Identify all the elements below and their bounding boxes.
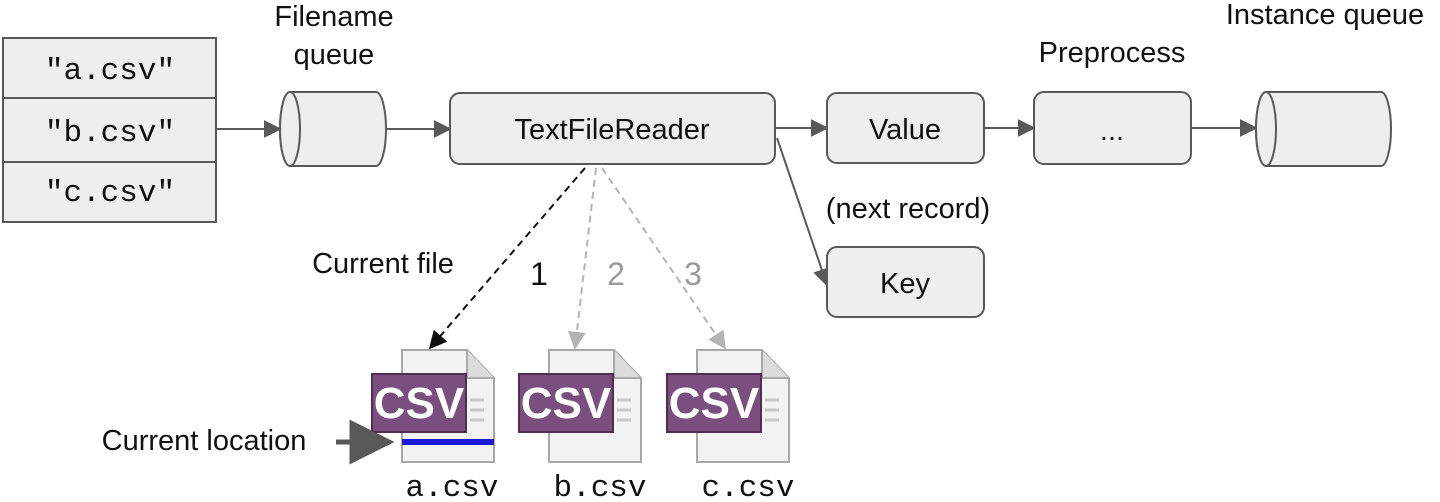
csv-badge-label: CSV (374, 379, 465, 428)
file-name-b: b.csv (553, 471, 646, 502)
preprocess-box-label: ... (1100, 115, 1124, 147)
textfilereader-label: TextFileReader (514, 114, 709, 146)
key-label: Key (880, 268, 930, 300)
filename-queue-label-line1: Filename (274, 1, 393, 33)
filename-c: "c.csv" (45, 176, 175, 211)
current-file-label: Current file (312, 248, 454, 280)
file-name-c: c.csv (701, 471, 794, 502)
filename-list-item (2, 161, 217, 223)
file-name-a: a.csv (405, 471, 498, 502)
csv-badge-label: CSV (521, 379, 612, 428)
arrow-number-3: 3 (684, 256, 702, 292)
arrow-current-file (428, 167, 586, 350)
arrow-reader-to-key (776, 137, 831, 287)
filename-b: "b.csv" (45, 116, 175, 151)
instance-queue-label: Instance queue (1226, 0, 1424, 31)
value-label: Value (869, 114, 941, 146)
key-box (826, 246, 985, 318)
next-record-label: (next record) (826, 193, 990, 225)
filename-queue-label-line2: queue (294, 39, 375, 71)
filename-list-item (2, 97, 217, 163)
filename-list: "a.csv" "b.csv" "c.csv" (2, 37, 217, 223)
filename-a: "a.csv" (45, 54, 175, 89)
csv-file-icon: CSV (518, 349, 642, 463)
filename-list-item (2, 37, 217, 99)
csv-badge-label: CSV (669, 379, 760, 428)
arrow-file-2 (567, 167, 597, 350)
arrow-file-3 (601, 167, 727, 350)
preprocess-label: Preprocess (1039, 37, 1186, 69)
instance-queue-icon (1255, 91, 1392, 167)
csv-file-icon: CSV (371, 349, 495, 463)
filename-queue-icon (279, 91, 387, 167)
arrow-number-2: 2 (607, 256, 625, 292)
current-location-label: Current location (102, 425, 307, 457)
csv-file-icon: CSV (666, 349, 790, 463)
arrow-number-1: 1 (530, 256, 548, 292)
